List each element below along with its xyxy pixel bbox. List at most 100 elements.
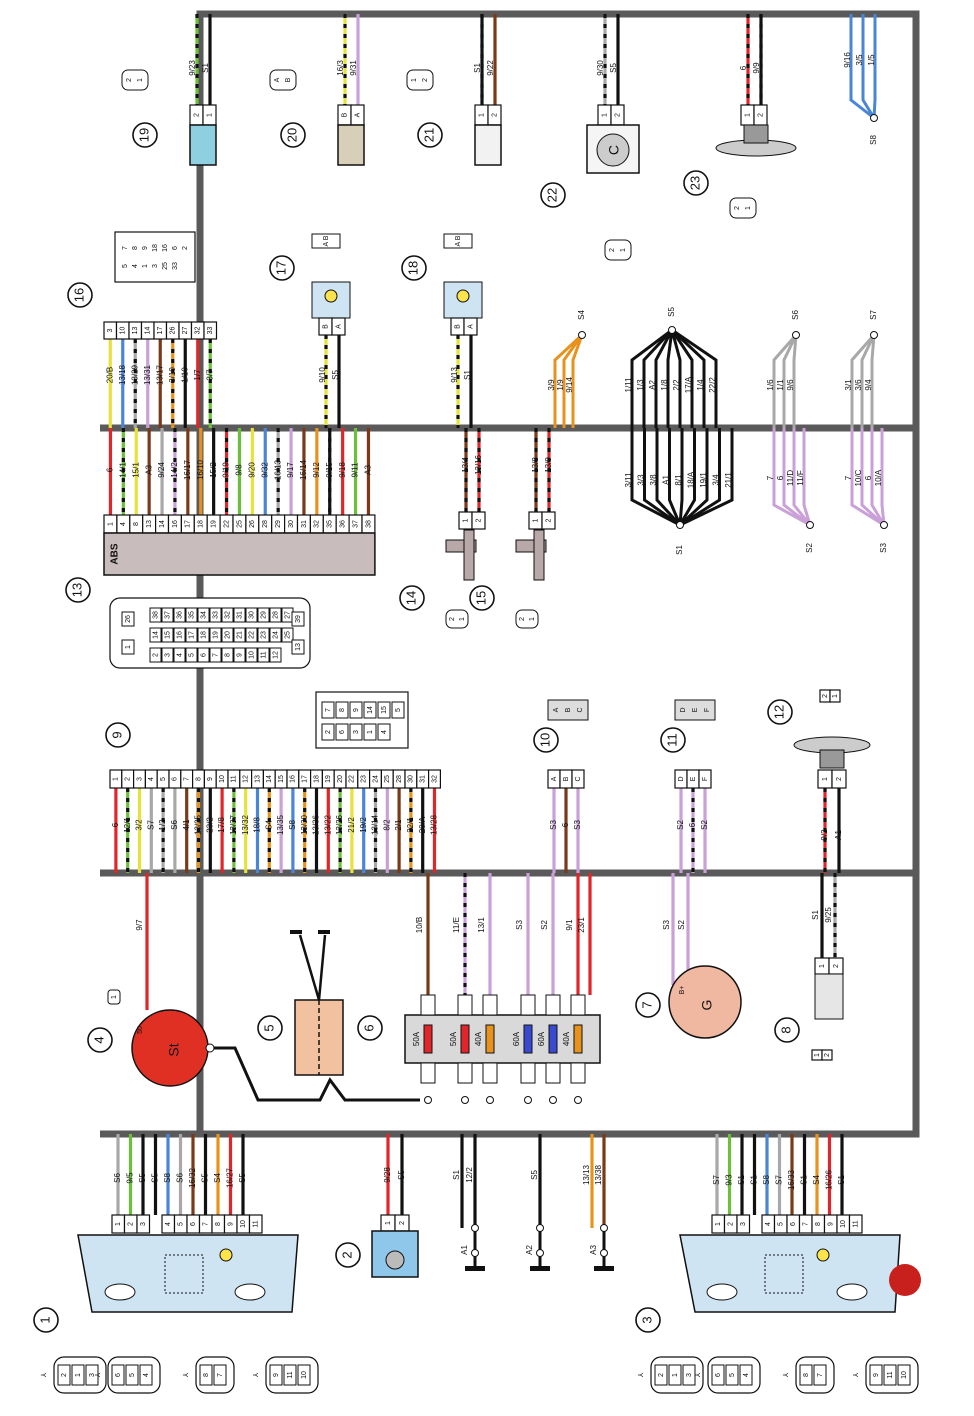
- connector-9-pin: 15: [278, 775, 285, 783]
- connector-face-pin: [321, 723, 335, 741]
- sensor-14-pin: 1: [462, 518, 469, 522]
- plug-icon: ⅄: [782, 1372, 790, 1378]
- wire-label: 13/13: [582, 1164, 591, 1185]
- connector-9-pin: 25: [384, 775, 391, 783]
- abs-13-pin: 18: [198, 520, 205, 528]
- connector-face-pin-label: B: [285, 77, 292, 82]
- wire-label: A3: [364, 465, 373, 475]
- sensor-15-pin: 2: [545, 518, 552, 522]
- wire-label: 10/A: [874, 469, 883, 486]
- connector-face-pin-label: 34: [200, 611, 207, 619]
- wire: [849, 14, 875, 120]
- wire-label: 1/1: [776, 379, 785, 391]
- starter-label: St: [166, 1043, 182, 1056]
- generator-label: G: [699, 1000, 715, 1011]
- wire: [870, 334, 876, 428]
- wire-label: 16/14: [299, 459, 308, 480]
- wire: [860, 428, 886, 527]
- wire-label: S5: [151, 1173, 160, 1183]
- component-number: 21: [421, 128, 436, 142]
- fuse-rating: 60A: [537, 1031, 546, 1046]
- wires-layer: [108, 14, 886, 1268]
- headlamp-right-pin: 2: [728, 1222, 735, 1226]
- connector-face-pin-label: 6: [715, 1373, 722, 1377]
- wire-label: 14/2: [170, 462, 179, 478]
- wire-label: S5: [530, 1170, 539, 1180]
- component-number: 13: [69, 583, 84, 597]
- wire: [630, 428, 681, 527]
- clutch-icon: [596, 133, 630, 167]
- connector-face-pin: [185, 647, 198, 663]
- connector-face-pin: [654, 1364, 668, 1386]
- ground-icon: [290, 930, 302, 934]
- connector-face-pin-label: 13: [295, 643, 302, 651]
- ground-label: A2: [525, 1245, 534, 1255]
- bulb-icon: [324, 289, 338, 303]
- abs-13-pin: 1: [107, 522, 114, 526]
- fuse: [460, 1024, 470, 1054]
- ground-icon: [465, 1266, 485, 1271]
- connector-face-pin: [139, 1364, 153, 1386]
- fuse-terminal: [545, 1062, 561, 1084]
- wire-label: S1: [750, 1175, 759, 1185]
- headlamp-left-pin: 1: [115, 1222, 122, 1226]
- connector-face-pin: [257, 607, 270, 623]
- lamp-17-pin: A: [335, 324, 342, 329]
- wire-label: 3/6: [854, 379, 863, 391]
- connector-face-pin-label: 7: [122, 246, 129, 250]
- wire-label: 3/4: [712, 474, 721, 486]
- wire: [655, 428, 682, 527]
- wire-label: 1/6: [766, 379, 775, 391]
- splice-point: [600, 1249, 608, 1257]
- headlamp-left-pin: 5: [178, 1222, 185, 1226]
- connector-face-pin-label: 14: [152, 631, 159, 639]
- connector-10-pin: B: [563, 776, 570, 781]
- wire-label: A2: [648, 380, 657, 390]
- component-number-badge: [533, 727, 559, 753]
- connector-face-pin-label: 10: [301, 1371, 308, 1379]
- connector-face-pin-label: D: [680, 707, 687, 712]
- connector-face-pin: [269, 607, 282, 623]
- connector-face-pin-label: 1: [137, 78, 144, 82]
- wire-label: 9/7: [135, 919, 144, 931]
- splice-point: [880, 521, 888, 529]
- connector-face-pin: [897, 1364, 911, 1386]
- connector-face-pin-label: 21: [236, 631, 243, 639]
- component-number: 14: [403, 591, 418, 605]
- components-layer: [33, 69, 921, 1394]
- wire-label: 21/1: [724, 472, 733, 488]
- wire: [870, 428, 886, 526]
- connector-face-pin-label: 19: [212, 631, 219, 639]
- wire-label: 6: [776, 475, 785, 480]
- connector-face-pin: [711, 1364, 725, 1386]
- fan-12-face-pin: 1: [832, 694, 839, 698]
- connector-face-pin-label: 1: [529, 617, 536, 621]
- wire-label: 11/D: [786, 470, 795, 487]
- abs-13-pin: 38: [365, 520, 372, 528]
- component-number: 6: [361, 1024, 376, 1031]
- abs-13-pin: 22: [223, 520, 230, 528]
- abs-13-pin: 28: [262, 520, 269, 528]
- connector-face-pin: [149, 647, 162, 663]
- splice-point: [486, 1096, 494, 1104]
- connector-face-pin-label: 15: [164, 631, 171, 639]
- wire: [860, 334, 876, 428]
- terminal-point: [205, 1043, 215, 1053]
- fuse-terminal: [570, 1062, 586, 1084]
- sensor-8-pin: 2: [833, 964, 840, 968]
- component-19-body: [189, 124, 217, 166]
- wire-label: S7: [775, 1175, 784, 1185]
- connector-face-pin-label: 9: [142, 246, 149, 250]
- component-number-badge: [257, 1015, 283, 1041]
- wire: [562, 334, 584, 428]
- wire-label: S4: [213, 1173, 222, 1183]
- connector-9-pin: 11: [231, 775, 238, 782]
- fuse-terminal: [520, 994, 536, 1016]
- wire-label: 9/22: [486, 60, 495, 76]
- connector-face-pin-label: 33: [212, 611, 219, 619]
- splice-point: [574, 1096, 582, 1104]
- connector-face-pin-label: 30: [248, 611, 255, 619]
- wire: [678, 428, 709, 527]
- wire-label: 6: [864, 475, 873, 480]
- wire-label: 3/2: [135, 819, 144, 831]
